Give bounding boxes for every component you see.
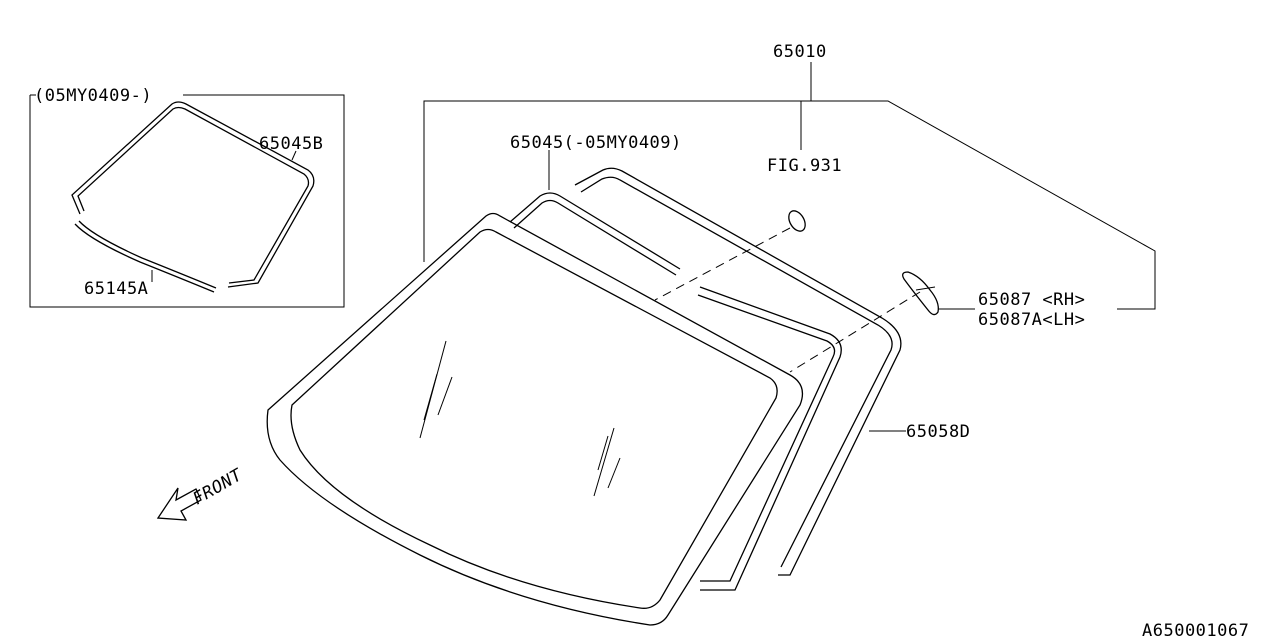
inset-lower-molding xyxy=(74,223,215,293)
label-65058d: 65058D xyxy=(906,422,970,442)
fastener-fig931 xyxy=(654,210,806,301)
molding-65045: 65045(-05MY0409) xyxy=(509,133,842,591)
front-arrow-label: FRONT xyxy=(190,465,248,510)
front-arrow: FRONT xyxy=(156,465,248,521)
label-fig-931: FIG.931 xyxy=(767,156,842,176)
inset-panel: (05MY0409-) 65045B 65145A xyxy=(29,86,345,308)
inset-range-label: (05MY0409-) xyxy=(34,86,152,106)
label-65087-rh: 65087 <RH> xyxy=(978,290,1085,310)
diagram-id: A650001067 xyxy=(1142,621,1249,640)
label-65045: 65045(-05MY0409) xyxy=(510,133,682,153)
clip-65087: 65087 <RH> 65087A<LH> xyxy=(789,271,1085,373)
inset-upper-molding xyxy=(71,101,315,288)
assembly-leader-65010: 65010 FIG.931 xyxy=(423,42,1156,310)
label-65010: 65010 xyxy=(773,42,827,62)
label-65087a-lh: 65087A<LH> xyxy=(978,310,1085,330)
windshield-glass xyxy=(266,212,804,626)
molding-65058d: 65058D xyxy=(574,167,970,576)
label-65045b: 65045B xyxy=(259,134,323,154)
label-65145a: 65145A xyxy=(84,279,148,299)
